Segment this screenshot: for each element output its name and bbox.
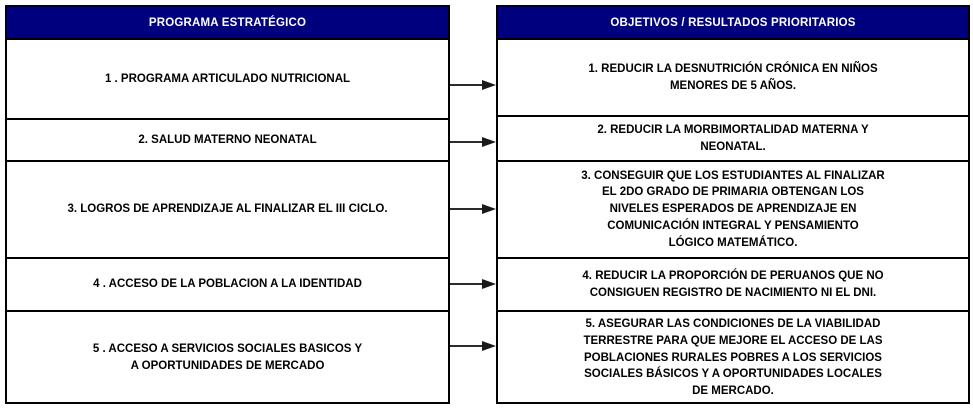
priority-objectives-table: OBJETIVOS / RESULTADOS PRIORITARIOS 1. R… — [496, 5, 970, 404]
priority-objective-item-1: 1. REDUCIR LA DESNUTRICIÓN CRÓNICA EN NI… — [588, 62, 878, 92]
priority-objective-item-3: 3. CONSEGUIR QUE LOS ESTUDIANTES AL FINA… — [581, 169, 885, 249]
strategic-program-item-2: 2. SALUD MATERNO NEONATAL — [138, 133, 317, 146]
table-row: 2. REDUCIR LA MORBIMORTALIDAD MATERNA Y … — [498, 117, 968, 162]
strategic-program-rows: 1 . PROGRAMA ARTICULADO NUTRICIONAL 2. S… — [7, 40, 448, 404]
arrow-right-icon-row-3 — [450, 203, 496, 215]
table-row: 5 . ACCESO A SERVICIOS SOCIALES BASICOS … — [7, 312, 448, 404]
priority-objectives-rows: 1. REDUCIR LA DESNUTRICIÓN CRÓNICA EN NI… — [498, 40, 968, 404]
arrow-right-icon-row-1 — [450, 79, 496, 91]
table-row: 4. REDUCIR LA PROPORCIÓN DE PERUANOS QUE… — [498, 259, 968, 312]
priority-objective-item-2: 2. REDUCIR LA MORBIMORTALIDAD MATERNA Y … — [597, 123, 869, 153]
table-row: 2. SALUD MATERNO NEONATAL — [7, 120, 448, 162]
table-row: 1. REDUCIR LA DESNUTRICIÓN CRÓNICA EN NI… — [498, 40, 968, 117]
table-row: 3. LOGROS DE APRENDIZAJE AL FINALIZAR EL… — [7, 162, 448, 259]
strategic-program-item-4: 4 . ACCESO DE LA POBLACION A LA IDENTIDA… — [93, 278, 362, 291]
priority-objective-item-5: 5. ASEGURAR LAS CONDICIONES DE LA VIABIL… — [583, 318, 883, 397]
strategic-program-item-5: 5 . ACCESO A SERVICIOS SOCIALES BASICOS … — [92, 343, 363, 372]
table-row: 5. ASEGURAR LAS CONDICIONES DE LA VIABIL… — [498, 312, 968, 404]
strategic-program-item-1: 1 . PROGRAMA ARTICULADO NUTRICIONAL — [104, 72, 351, 85]
strategic-program-table: PROGRAMA ESTRATÉGICO 1 . PROGRAMA ARTICU… — [5, 5, 450, 404]
table-row: 3. CONSEGUIR QUE LOS ESTUDIANTES AL FINA… — [498, 162, 968, 259]
strategic-program-item-3: 3. LOGROS DE APRENDIZAJE AL FINALIZAR EL… — [67, 203, 388, 216]
table-row: 4 . ACCESO DE LA POBLACION A LA IDENTIDA… — [7, 259, 448, 312]
priority-objectives-header: OBJETIVOS / RESULTADOS PRIORITARIOS — [498, 7, 968, 40]
table-row: 1 . PROGRAMA ARTICULADO NUTRICIONAL — [7, 40, 448, 120]
strategic-program-header: PROGRAMA ESTRATÉGICO — [7, 7, 448, 40]
priority-objective-item-4: 4. REDUCIR LA PROPORCIÓN DE PERUANOS QUE… — [582, 269, 884, 299]
arrow-right-icon-row-2 — [450, 136, 496, 148]
arrow-right-icon-row-5 — [450, 340, 496, 352]
arrow-right-icon-row-4 — [450, 278, 496, 290]
